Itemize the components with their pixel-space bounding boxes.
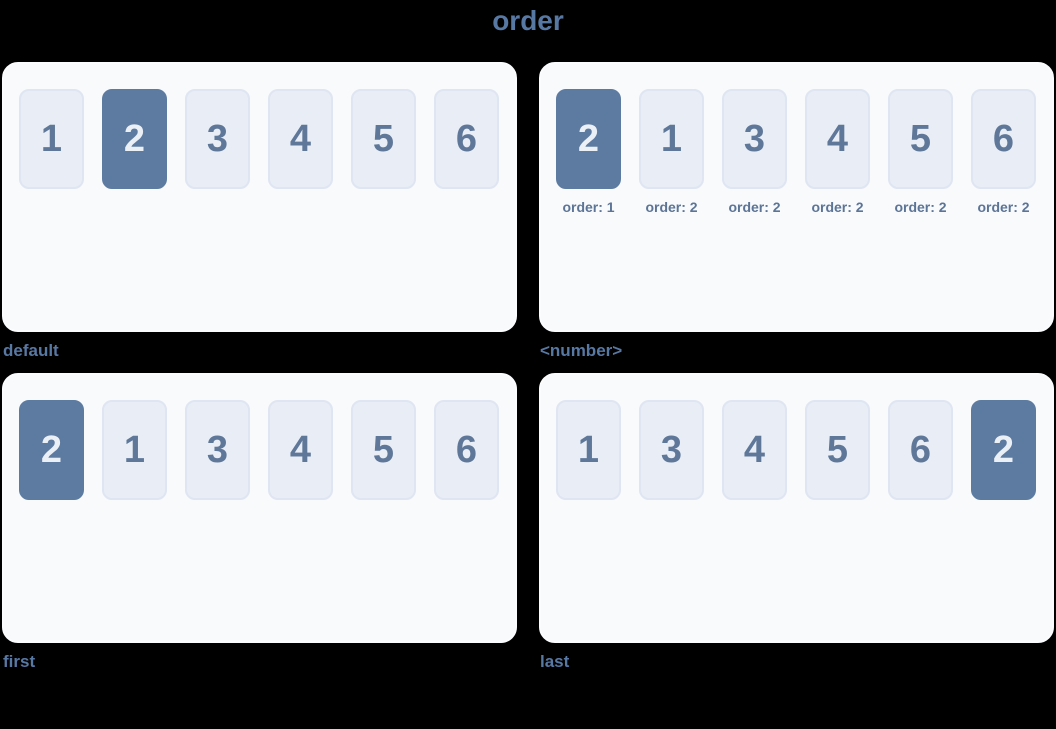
flex-item: 3	[639, 400, 704, 500]
flex-item-number: 4	[289, 428, 312, 471]
flex-item: 3	[185, 400, 250, 500]
flex-item: 4 order: 2	[805, 89, 870, 215]
flex-item: 3 order: 2	[722, 89, 787, 215]
flex-item-number: 5	[372, 428, 395, 471]
flex-item-box: 6	[434, 400, 499, 500]
flex-item-number: 4	[289, 117, 312, 160]
flex-item: 5 order: 2	[888, 89, 953, 215]
demo-panel-default: 1 2 3 4 5 6	[2, 62, 517, 332]
flex-item: 5	[351, 89, 416, 189]
flex-item-box: 1	[19, 89, 84, 189]
flex-item-number: 5	[372, 117, 395, 160]
flex-item-number: 3	[206, 117, 229, 160]
flex-item-number: 4	[826, 117, 849, 160]
flex-item: 6	[434, 400, 499, 500]
order-value-label: order: 2	[894, 199, 947, 215]
flex-item-number: 6	[909, 428, 932, 471]
order-value-label: order: 2	[977, 199, 1030, 215]
panel-caption: first	[3, 652, 36, 671]
flex-item: 6	[434, 89, 499, 189]
flex-item-box: 6	[971, 89, 1036, 189]
flex-item: 4	[268, 89, 333, 189]
flex-item-box: 5	[888, 89, 953, 189]
flex-item-number: 5	[909, 117, 932, 160]
flex-item: 5	[351, 400, 416, 500]
flex-item-box: 4	[805, 89, 870, 189]
page-title: order	[492, 5, 564, 36]
flex-item: 5	[805, 400, 870, 500]
flex-item-box: 1	[556, 400, 621, 500]
demo-cell-number: 2 order: 1 1 order: 2 3 order: 2 4 order…	[539, 62, 1054, 360]
demo-cell-last: 1 3 4 5 6 2 last	[539, 373, 1054, 671]
flex-item-number: 6	[455, 117, 478, 160]
flex-item-box: 3	[185, 89, 250, 189]
flex-item: 1 order: 2	[639, 89, 704, 215]
panel-caption: default	[3, 341, 59, 360]
flex-item-number: 2	[40, 428, 63, 471]
flex-item: 3	[185, 89, 250, 189]
flex-item-box: 2	[971, 400, 1036, 500]
flex-item-box: 3	[722, 89, 787, 189]
flex-item-box: 2	[102, 89, 167, 189]
flex-item: 2	[102, 89, 167, 189]
flex-item-box: 5	[351, 89, 416, 189]
demo-panel-first: 2 1 3 4 5 6	[2, 373, 517, 643]
order-value-label: order: 2	[728, 199, 781, 215]
flex-item-box: 4	[268, 400, 333, 500]
flex-item-number: 2	[123, 117, 146, 160]
flex-item-number: 1	[123, 428, 146, 471]
flex-item-box: 3	[185, 400, 250, 500]
flex-item: 2	[19, 400, 84, 500]
flex-item-box: 3	[639, 400, 704, 500]
flex-item-box: 2	[556, 89, 621, 189]
demo-panel-number: 2 order: 1 1 order: 2 3 order: 2 4 order…	[539, 62, 1054, 332]
demo-grid: 1 2 3 4 5 6 default	[0, 62, 1056, 671]
demo-cell-default: 1 2 3 4 5 6 default	[2, 62, 517, 360]
order-value-label: order: 2	[645, 199, 698, 215]
flex-item-box: 4	[268, 89, 333, 189]
flex-item: 4	[722, 400, 787, 500]
flex-item: 2	[971, 400, 1036, 500]
flex-item-number: 2	[992, 428, 1015, 471]
flex-item-number: 2	[577, 117, 600, 160]
flex-item-box: 6	[434, 89, 499, 189]
demo-panel-last: 1 3 4 5 6 2	[539, 373, 1054, 643]
flex-item-box: 2	[19, 400, 84, 500]
flex-item-number: 3	[206, 428, 229, 471]
order-value-label: order: 1	[562, 199, 615, 215]
flex-item: 4	[268, 400, 333, 500]
flex-item-box: 1	[102, 400, 167, 500]
flex-item-number: 3	[660, 428, 683, 471]
flex-item-number: 1	[577, 428, 600, 471]
flex-item-number: 6	[992, 117, 1015, 160]
flex-item-box: 5	[805, 400, 870, 500]
flex-item: 1	[556, 400, 621, 500]
flex-item: 1	[19, 89, 84, 189]
flex-item-box: 5	[351, 400, 416, 500]
flex-item-box: 4	[722, 400, 787, 500]
panel-caption: last	[540, 652, 570, 671]
flex-item-box: 1	[639, 89, 704, 189]
demo-cell-first: 2 1 3 4 5 6 first	[2, 373, 517, 671]
order-value-label: order: 2	[811, 199, 864, 215]
flex-item-number: 1	[660, 117, 683, 160]
flex-item-number: 3	[743, 117, 766, 160]
flex-item-number: 5	[826, 428, 849, 471]
flex-item: 6 order: 2	[971, 89, 1036, 215]
panel-caption: <number>	[540, 341, 623, 360]
flex-item: 2 order: 1	[556, 89, 621, 215]
flex-item: 1	[102, 400, 167, 500]
flex-item-number: 6	[455, 428, 478, 471]
flex-item-number: 1	[40, 117, 63, 160]
flex-item-box: 6	[888, 400, 953, 500]
flex-item: 6	[888, 400, 953, 500]
flex-item-number: 4	[743, 428, 766, 471]
